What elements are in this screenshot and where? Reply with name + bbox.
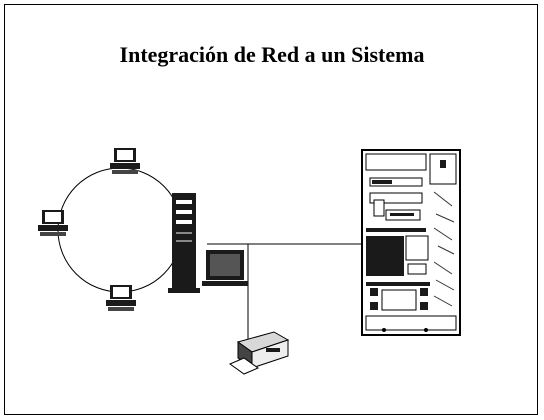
slide-frame (4, 4, 538, 415)
mainframe-rack-icon (361, 149, 461, 336)
workstation-bottom-icon (106, 285, 136, 311)
workstation-top-icon (110, 148, 140, 174)
workstation-left-icon (38, 210, 68, 236)
printer-icon (228, 331, 290, 375)
server-tower-icon (168, 193, 200, 293)
slide-title: Integración de Red a un Sistema (119, 42, 425, 67)
monitor-icon (202, 250, 248, 286)
ring-network-line (57, 167, 183, 293)
